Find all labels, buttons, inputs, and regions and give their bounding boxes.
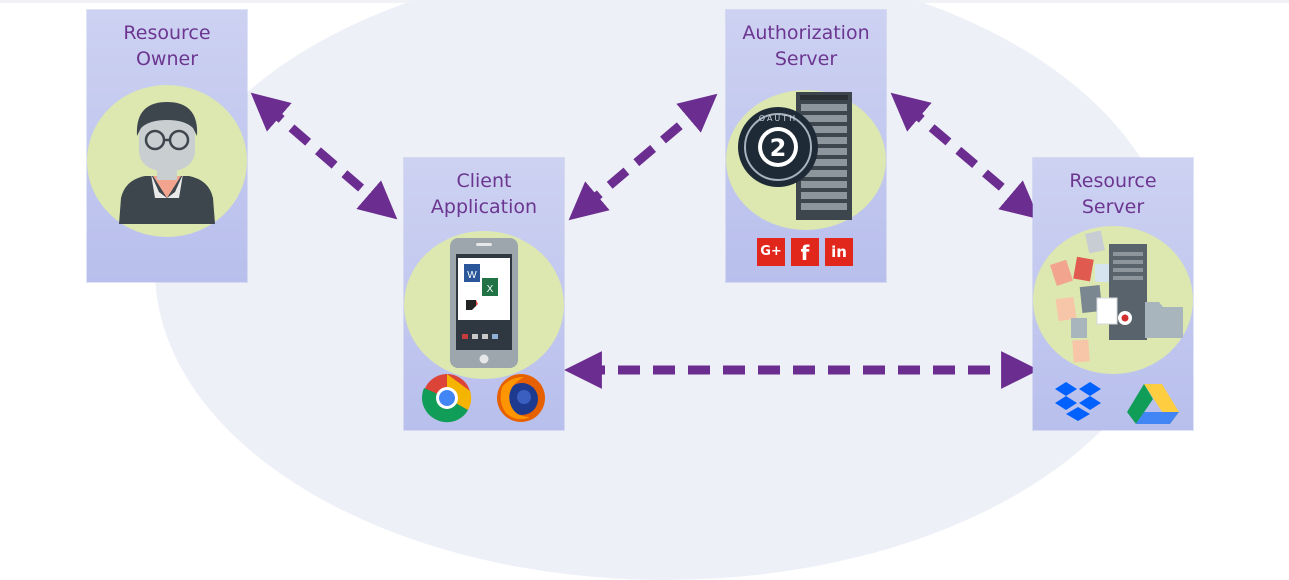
authorization-server-title-line1: Authorization: [742, 22, 870, 44]
word-letter: W: [467, 270, 477, 281]
oauth-text: OAUTH: [759, 114, 797, 123]
arrow-owner-client: [250, 92, 398, 220]
google-plus-icon: G+: [757, 238, 785, 266]
firefox-icon: [497, 374, 545, 422]
oauth-number: 2: [770, 134, 787, 162]
authorization-server-title: Authorization Server: [726, 20, 886, 72]
dropbox-icon: [1055, 382, 1101, 421]
resource-owner-title-line1: Resource: [123, 22, 211, 44]
arrow-client-auth: [568, 93, 718, 221]
resource-owner-title: Resource Owner: [87, 20, 247, 72]
authorization-server-card: Authorization Server 2 OAUTH G+ f in: [726, 10, 886, 282]
file-server-icon: [1049, 230, 1183, 363]
client-application-title: Client Application: [404, 168, 564, 220]
oauth2-badge-icon: 2 OAUTH: [738, 107, 818, 187]
authorization-server-title-line2: Server: [774, 48, 838, 70]
user-avatar-icon: [119, 102, 215, 224]
resource-owner-title-line2: Owner: [135, 48, 199, 70]
resource-owner-card: Resource Owner: [87, 10, 247, 282]
client-application-card: Client Application W X: [404, 158, 564, 430]
arrow-auth-resource: [890, 92, 1040, 220]
linkedin-icon: in: [825, 238, 853, 266]
facebook-icon: f: [791, 238, 819, 266]
excel-letter: X: [487, 284, 494, 295]
chrome-icon: [422, 374, 472, 423]
google-drive-icon: [1127, 384, 1179, 424]
client-application-title-line2: Application: [430, 196, 538, 218]
resource-server-title-line1: Resource: [1069, 170, 1157, 192]
client-application-title-line1: Client: [456, 170, 512, 192]
smartphone-icon: W X: [450, 238, 518, 368]
resource-server-card: Resource Server: [1033, 158, 1193, 430]
resource-server-title: Resource Server: [1033, 168, 1193, 220]
resource-server-title-line2: Server: [1081, 196, 1145, 218]
connection-arrows: [250, 92, 1040, 389]
